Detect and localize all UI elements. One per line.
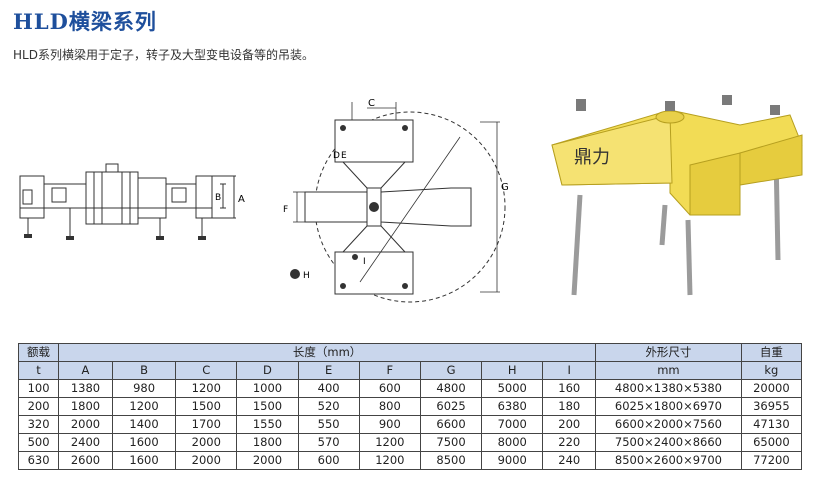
table-cell: 1200	[358, 433, 421, 452]
table-cell: 6600×2000×7560	[595, 415, 742, 434]
table-cell: 2000	[175, 451, 238, 470]
page-title: HLD横梁系列	[13, 9, 157, 34]
header-col-b: B	[111, 361, 177, 380]
table-cell: 630	[17, 451, 60, 470]
table-cell: 220	[542, 433, 597, 452]
table-cell: 800	[358, 397, 421, 416]
table-cell: 900	[358, 415, 421, 434]
table-cell: 1000	[236, 379, 299, 398]
table-cell: 36955	[740, 397, 803, 416]
table-cell: 2000	[58, 415, 113, 434]
top-view-drawing: C D E F G H I	[283, 98, 509, 303]
table-cell: 1400	[111, 415, 177, 434]
header-unit-kg: kg	[740, 361, 803, 380]
page-subtitle: HLD系列横梁用于定子，转子及大型变电设备等的吊装。	[13, 48, 314, 62]
photo-brand-label: 鼎力	[574, 147, 610, 168]
table-cell: 570	[297, 433, 360, 452]
table-cell: 2400	[58, 433, 113, 452]
dim-label-a: A	[238, 194, 245, 205]
header-unit-t: t	[17, 361, 60, 380]
table-cell: 4800	[419, 379, 483, 398]
table-cell: 1550	[236, 415, 299, 434]
table-cell: 2000	[175, 433, 238, 452]
header-col-a: A	[58, 361, 113, 380]
table-cell: 47130	[740, 415, 803, 434]
table-cell: 100	[17, 379, 60, 398]
side-view-drawing: A B	[19, 163, 245, 240]
header-col-e: E	[297, 361, 360, 380]
dim-label-b: B	[215, 193, 221, 203]
header-outer: 外形尺寸	[595, 343, 742, 362]
header-rated: 额载	[17, 343, 60, 362]
table-cell: 1200	[358, 451, 421, 470]
header-weight: 自重	[740, 343, 803, 362]
table-cell: 8500×2600×9700	[595, 451, 742, 470]
table-cell: 600	[297, 451, 360, 470]
table-cell: 1380	[58, 379, 113, 398]
table-cell: 1700	[175, 415, 238, 434]
table-cell: 8500	[419, 451, 483, 470]
table-cell: 6380	[481, 397, 544, 416]
table-cell: 520	[297, 397, 360, 416]
table-cell: 320	[17, 415, 60, 434]
table-cell: 5000	[481, 379, 544, 398]
table-cell: 6025	[419, 397, 483, 416]
header-col-c: C	[175, 361, 238, 380]
product-photo: 鼎力	[551, 95, 803, 296]
table-cell: 4800×1380×5380	[595, 379, 742, 398]
table-cell: 980	[111, 379, 177, 398]
header-col-h: H	[481, 361, 544, 380]
table-cell: 1800	[236, 433, 299, 452]
header-unit-mm: mm	[595, 361, 742, 380]
table-cell: 550	[297, 415, 360, 434]
dim-label-e: E	[341, 151, 347, 161]
table-cell: 1200	[111, 397, 177, 416]
table-cell: 2600	[58, 451, 113, 470]
table-cell: 1800	[58, 397, 113, 416]
table-cell: 1600	[111, 451, 177, 470]
table-cell: 180	[542, 397, 597, 416]
table-cell: 600	[358, 379, 421, 398]
table-cell: 500	[17, 433, 60, 452]
table-cell: 1600	[111, 433, 177, 452]
table-cell: 240	[542, 451, 597, 470]
table-cell: 7500×2400×8660	[595, 433, 742, 452]
table-cell: 7000	[481, 415, 544, 434]
header-col-d: D	[236, 361, 299, 380]
header-col-i: I	[542, 361, 597, 380]
table-cell: 9000	[481, 451, 544, 470]
dim-label-f: F	[283, 205, 288, 215]
dim-label-h: H	[303, 271, 310, 281]
table-cell: 6025×1800×6970	[595, 397, 742, 416]
table-cell: 200	[542, 415, 597, 434]
table-cell: 8000	[481, 433, 544, 452]
table-cell: 1500	[175, 397, 238, 416]
table-cell: 20000	[740, 379, 803, 398]
header-col-g: G	[419, 361, 483, 380]
table-cell: 2000	[236, 451, 299, 470]
dim-label-c: C	[368, 98, 375, 109]
table-cell: 6600	[419, 415, 483, 434]
table-cell: 400	[297, 379, 360, 398]
table-cell: 7500	[419, 433, 483, 452]
table-cell: 65000	[740, 433, 803, 452]
table-cell: 200	[17, 397, 60, 416]
dim-label-d: D	[333, 151, 340, 161]
header-length: 长度（mm）	[58, 343, 597, 362]
table-cell: 1200	[175, 379, 238, 398]
dim-label-i: I	[363, 257, 366, 267]
table-header-row-2: t A B C D E F G H I mm kg	[17, 361, 803, 380]
table-cell: 1500	[236, 397, 299, 416]
dim-label-g: G	[501, 182, 509, 193]
spec-table: 额载 长度（mm） 外形尺寸 自重 t A B C D E F G H I mm…	[17, 343, 803, 470]
table-cell: 77200	[740, 451, 803, 470]
header-col-f: F	[358, 361, 421, 380]
table-header-row-1: 额载 长度（mm） 外形尺寸 自重	[17, 343, 803, 362]
table-cell: 160	[542, 379, 597, 398]
